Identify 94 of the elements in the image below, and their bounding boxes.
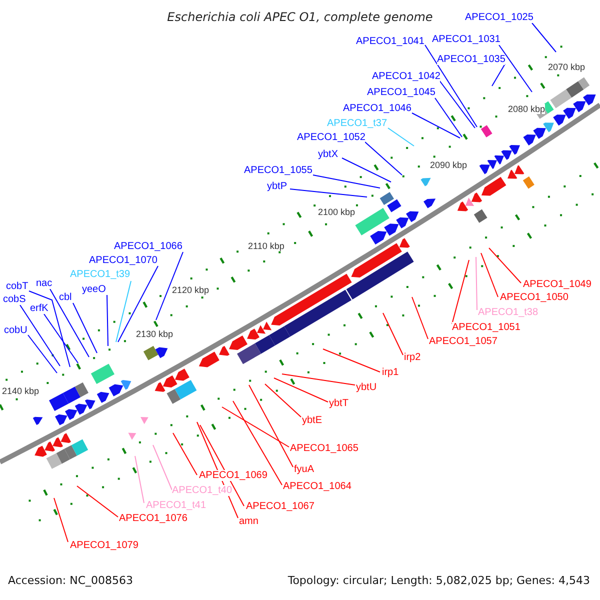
leader-line [222, 406, 290, 448]
leader-line [106, 294, 108, 346]
gene-label: APECO1_t37 [327, 118, 388, 129]
leader-line [488, 248, 522, 284]
leader-line [54, 498, 68, 542]
leader-line [438, 80, 476, 128]
leader-line [152, 444, 172, 490]
gene-label: APECO1_1051 [452, 322, 520, 333]
gene-label: APECO1_1045 [367, 87, 436, 98]
gene-label: APECO1_t39 [70, 269, 130, 280]
gene-label: APECO1_1035 [437, 54, 506, 65]
gene-label: APECO1_1055 [244, 165, 312, 176]
gene-label: ybtT [329, 398, 348, 409]
gene-label: APECO1_1046 [343, 103, 412, 114]
gene-label: ybtX [318, 149, 338, 160]
scale-label: 2120 kbp [172, 285, 210, 295]
leader-line [50, 288, 90, 358]
gene-label: cobS [3, 294, 26, 305]
scale-label: 2080 kbp [508, 104, 546, 114]
gene-label: APECO1_1042 [372, 71, 440, 82]
leader-line [282, 374, 356, 386]
gene-label: cbl [59, 292, 72, 303]
gene-label: APECO1_1050 [500, 292, 568, 303]
leader-line [118, 266, 158, 342]
map-title: Escherichia coli APEC O1, complete genome [167, 10, 433, 24]
scale-label: 2110 kbp [248, 241, 284, 251]
leader-line [388, 128, 414, 146]
gene-label: irp1 [382, 367, 399, 378]
leader-line [44, 314, 78, 364]
gene-label: APECO1_1025 [465, 12, 534, 23]
gene-label: ybtP [267, 181, 288, 192]
gene-label: APECO1_1066 [114, 241, 182, 252]
leader-line [532, 22, 556, 52]
leader-line [28, 290, 70, 368]
leader-line [274, 378, 328, 402]
leader-line [200, 424, 244, 506]
leader-line [424, 44, 478, 128]
leader-line [290, 188, 368, 198]
gene-label: APECO1_t38 [478, 307, 538, 318]
gene-label: APECO1_1076 [119, 513, 188, 524]
gene-label: APECO1_t40 [172, 485, 232, 496]
scale-label: 2090 kbp [430, 160, 468, 170]
gene-label: APECO1_1041 [356, 36, 424, 47]
leader-line [412, 296, 428, 340]
leader-line [76, 486, 118, 518]
gene-label: ybtU [356, 382, 377, 393]
leader-line [20, 304, 60, 366]
gene-label: APECO1_1031 [432, 34, 500, 45]
scale-label: 2130 kbp [136, 329, 174, 339]
leader-line [476, 256, 478, 310]
leader-line [134, 456, 144, 504]
leader-line [364, 142, 402, 176]
leader-line [498, 44, 532, 92]
leader-line [434, 98, 462, 138]
gene-label: APECO1_t41 [146, 500, 206, 511]
leader-line [342, 158, 392, 182]
gene-label: cobT [6, 281, 28, 292]
leader-line [480, 252, 498, 298]
gene-label: APECO1_1052 [297, 132, 366, 143]
leader-line [312, 174, 380, 188]
leader-line [322, 348, 380, 372]
leader-line [172, 432, 198, 476]
gene-label: APECO1_1065 [290, 443, 358, 454]
accession-text: Accession: NC_008563 [8, 574, 134, 587]
leader-line [492, 64, 506, 86]
scale-label: 2070 kbp [548, 62, 586, 72]
gene-label: yeeO [82, 284, 106, 295]
leader-line [232, 400, 282, 486]
scale-label: 2100 kbp [318, 207, 356, 217]
leader-line [28, 334, 58, 374]
gene-label: ybtE [302, 415, 322, 426]
genome-info-text: Topology: circular; Length: 5,082,025 bp; Genes: 4,543 [288, 574, 590, 587]
gene-label: irp2 [404, 352, 421, 363]
leader-line [382, 312, 404, 356]
leader-line [412, 112, 460, 138]
gene-label: nac [36, 278, 52, 289]
leader-line [264, 384, 302, 418]
gene-label: APECO1_1079 [70, 540, 138, 551]
leader-line [248, 384, 294, 468]
gene-label: APECO1_1070 [89, 255, 158, 266]
gene-label: APECO1_1057 [429, 336, 498, 347]
gene-label: cobU [4, 325, 28, 336]
leader-line [116, 280, 132, 342]
gene-label: APECO1_1067 [246, 501, 314, 512]
gene-label: APECO1_1064 [283, 481, 352, 492]
leader-line [72, 302, 98, 354]
gene-label: APECO1_1049 [523, 279, 592, 290]
gene-label: amn [239, 516, 258, 527]
leader-line [156, 252, 184, 320]
gene-label: APECO1_1069 [199, 470, 268, 481]
gene-label: fyuA [294, 464, 314, 475]
leader-line [452, 260, 470, 324]
scale-label: 2140 kbp [2, 386, 40, 396]
gene-label: erfK [30, 303, 48, 314]
